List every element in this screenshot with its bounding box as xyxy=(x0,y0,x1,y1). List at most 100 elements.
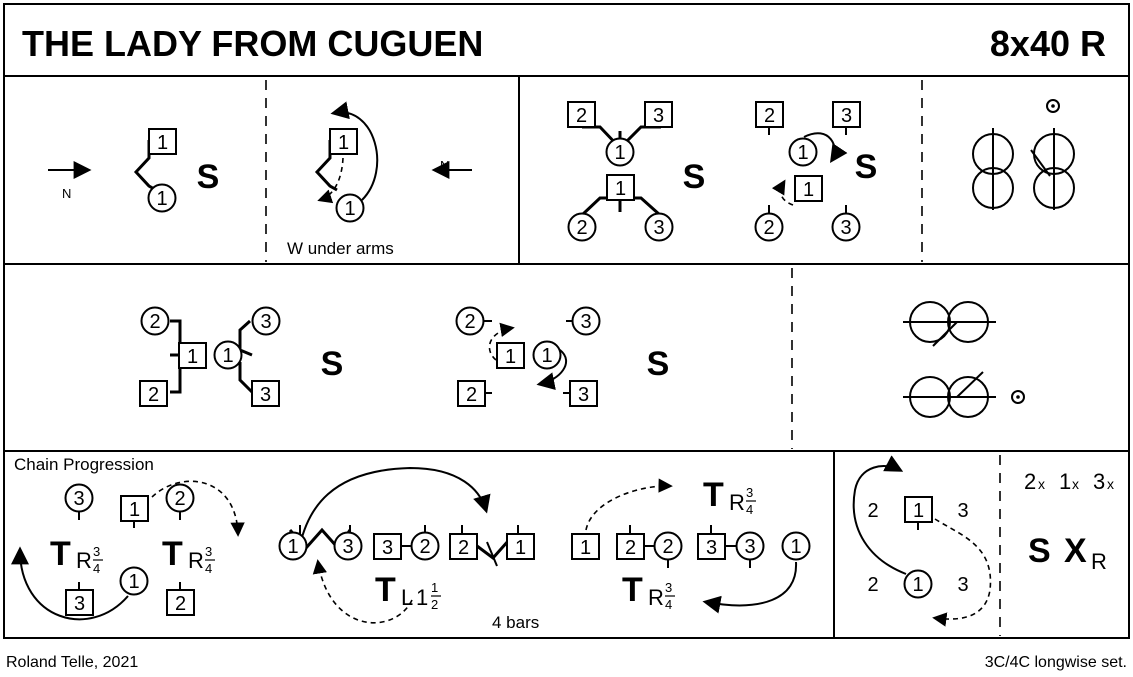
svg-text:2: 2 xyxy=(464,311,475,333)
svg-text:R: R xyxy=(648,585,664,610)
svg-text:2: 2 xyxy=(174,488,185,510)
svg-text:2: 2 xyxy=(466,384,477,406)
svg-text:3: 3 xyxy=(342,536,353,558)
svg-text:1: 1 xyxy=(803,179,814,201)
svg-text:T: T xyxy=(375,571,396,609)
svg-text:1: 1 xyxy=(187,346,198,368)
woman-1-label: 1 xyxy=(344,198,355,220)
man-1-box xyxy=(904,496,933,523)
man-2-box xyxy=(449,533,478,560)
woman-3-circle xyxy=(333,531,363,561)
woman-2-circle xyxy=(140,306,170,336)
man-2-box xyxy=(616,533,645,560)
svg-text:3: 3 xyxy=(840,217,851,239)
woman-1-circle xyxy=(119,566,149,596)
svg-text:R: R xyxy=(188,548,204,573)
woman-2-circle xyxy=(455,306,485,336)
svg-text:3: 3 xyxy=(73,488,84,510)
man-1-box xyxy=(120,495,149,522)
formation-label: 8x40 R xyxy=(990,23,1106,64)
svg-text:x: x xyxy=(1072,476,1079,492)
panel-final-sequence: 2 x 1 x 3 x S X R xyxy=(1024,469,1114,574)
svg-text:2: 2 xyxy=(662,536,673,558)
svg-text:3: 3 xyxy=(580,311,591,333)
svg-text:4: 4 xyxy=(746,502,753,517)
setting-label: S xyxy=(855,148,878,186)
setting-label: S xyxy=(321,345,344,383)
panel-bars-13-16: 2 3 1 1 2 3 S xyxy=(455,306,669,407)
man-path-arrow xyxy=(312,559,413,624)
svg-text:1: 1 xyxy=(797,142,808,164)
svg-text:2: 2 xyxy=(764,105,775,127)
man-2-box xyxy=(166,589,195,616)
svg-text:3: 3 xyxy=(746,485,753,500)
man-2-box xyxy=(755,101,784,128)
svg-text:1: 1 xyxy=(1059,469,1071,494)
woman-1-circle xyxy=(781,531,811,561)
panel-bars-7-8: 2 3 1 S 1 2 3 xyxy=(754,101,878,242)
man-3-box xyxy=(697,533,726,560)
man-1-box xyxy=(606,174,635,201)
woman-1-circle xyxy=(278,531,308,561)
svg-text:2: 2 xyxy=(149,311,160,333)
chain-progression-label: Chain Progression xyxy=(14,455,154,474)
setting-label: S xyxy=(683,158,706,196)
woman-2-circle xyxy=(567,212,597,242)
svg-text:1: 1 xyxy=(515,537,526,559)
svg-text:3: 3 xyxy=(260,384,271,406)
woman-1-circle xyxy=(788,137,818,167)
cross-label: X xyxy=(1064,532,1087,570)
panel-bars-9-12: 2 3 1 1 2 3 S xyxy=(139,306,344,407)
panel-chain-middle: 1 3 3 2 2 1 T L 1 1 2 4 bars xyxy=(278,466,539,632)
svg-text:3: 3 xyxy=(260,311,271,333)
man-path-arrow xyxy=(317,157,344,204)
svg-text:R: R xyxy=(729,490,745,515)
panel-chain-end: T R 3 4 1 2 2 3 3 1 T R 3 4 xyxy=(571,476,811,614)
svg-text:3: 3 xyxy=(957,574,968,596)
svg-text:2: 2 xyxy=(576,217,587,239)
svg-text:2: 2 xyxy=(148,384,159,406)
svg-text:S: S xyxy=(1028,532,1051,570)
svg-text:4: 4 xyxy=(205,561,212,576)
woman-3-circle xyxy=(64,483,94,513)
dance-title: THE LADY FROM CUGUEN xyxy=(22,23,483,64)
panel-bars-5-6: 2 3 1 1 2 3 S xyxy=(567,101,706,242)
man-path-arrow xyxy=(151,480,245,537)
svg-text:x: x xyxy=(1038,476,1045,492)
man-turn-arrow xyxy=(488,322,515,361)
man-1-box xyxy=(148,128,177,155)
svg-text:2: 2 xyxy=(431,597,438,612)
woman-3-circle xyxy=(251,306,281,336)
svg-text:1: 1 xyxy=(416,585,428,610)
svg-text:3: 3 xyxy=(653,105,664,127)
svg-text:T: T xyxy=(50,535,71,573)
svg-text:4: 4 xyxy=(93,561,100,576)
setting-label: S xyxy=(197,158,220,196)
woman-path-arrow xyxy=(330,101,379,201)
svg-text:2: 2 xyxy=(867,500,878,522)
woman-1-circle xyxy=(147,183,177,213)
man-2-box xyxy=(567,101,596,128)
start-marker-icon xyxy=(1011,390,1025,404)
svg-text:T: T xyxy=(622,571,643,609)
man-1-box xyxy=(329,128,358,155)
svg-text:3: 3 xyxy=(74,593,85,615)
svg-text:3: 3 xyxy=(205,544,212,559)
svg-text:2: 2 xyxy=(576,105,587,127)
svg-text:2: 2 xyxy=(1024,469,1036,494)
woman-1-circle xyxy=(335,193,365,223)
man-1-box xyxy=(794,175,823,202)
svg-text:1: 1 xyxy=(615,178,626,200)
man-3-box xyxy=(251,380,280,407)
north-label: N xyxy=(62,186,71,201)
start-marker-icon xyxy=(1046,99,1060,113)
woman-turn-arrow xyxy=(536,349,568,390)
svg-text:3: 3 xyxy=(957,500,968,522)
svg-text:3: 3 xyxy=(578,384,589,406)
panel-cross-over: 2 1 3 2 1 3 xyxy=(852,455,992,627)
w-under-arms-label: W under arms xyxy=(287,239,394,258)
svg-text:3: 3 xyxy=(93,544,100,559)
panel-figure-symbols-2 xyxy=(903,301,1025,418)
woman-3-circle xyxy=(644,212,674,242)
panel-figure-symbols-1 xyxy=(972,99,1075,210)
